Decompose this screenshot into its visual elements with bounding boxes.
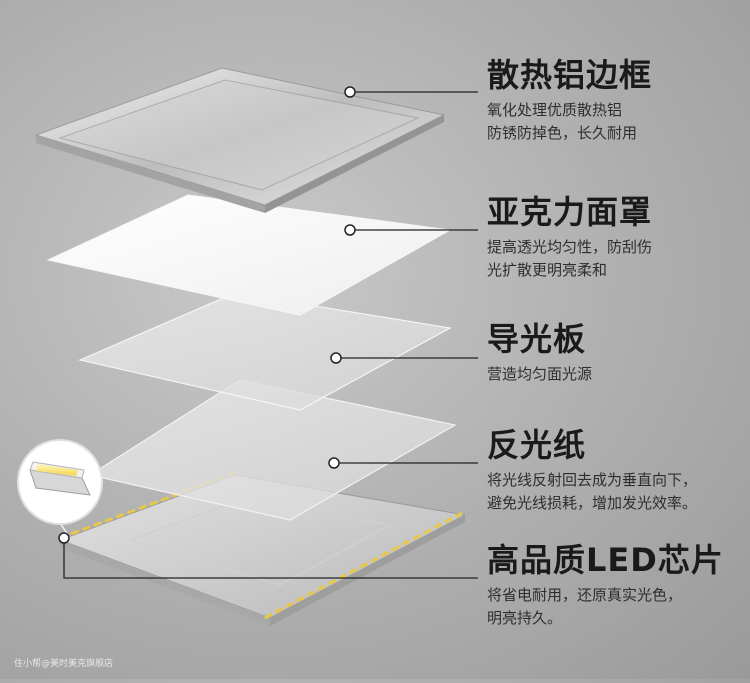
callout-dot-led (58, 532, 70, 544)
layer-label-acrylic: 亚克力面罩 提高透光均匀性，防刮伤 光扩散更明亮柔和 (487, 193, 653, 283)
led-chip-icon (29, 461, 91, 496)
layer-title: 亚克力面罩 (487, 193, 653, 231)
layer-title: 反光纸 (487, 426, 587, 464)
callout-dot-frame (344, 86, 356, 98)
acrylic-cover-layer (46, 194, 452, 316)
light-guide-layer (78, 292, 452, 411)
layer-label-reflector: 反光纸 将光线反射回去成为垂直向下， 避免光线损耗，增加发光效率。 (487, 426, 698, 516)
reflective-paper-layer (88, 379, 457, 521)
layer-label-guide: 导光板 营造均匀面光源 (487, 320, 593, 386)
layer-title: 高品质LED芯片 (487, 541, 724, 579)
layer-desc: 将省电耐用，还原真实光色， 明亮持久。 (487, 586, 683, 628)
led-base-layer (58, 471, 467, 626)
watermark: 住小帮@美时美克旗舰店 (14, 659, 114, 669)
callout-dot-guide (330, 352, 342, 364)
callout-dot-reflector (328, 457, 340, 469)
callout-dot-acrylic (344, 224, 356, 236)
led-strip-right (264, 511, 463, 620)
layer-title: 散热铝边框 (487, 56, 653, 94)
layer-desc: 将光线反射回去成为垂直向下， 避免光线损耗，增加发光效率。 (487, 471, 698, 513)
layer-desc: 营造均匀面光源 (487, 365, 593, 384)
led-chip-magnifier (17, 439, 103, 539)
callout-lines (58, 86, 478, 579)
layer-desc: 氧化处理优质散热铝 防锈防掉色，长久耐用 (487, 101, 638, 143)
layer-label-frame: 散热铝边框 氧化处理优质散热铝 防锈防掉色，长久耐用 (487, 56, 653, 146)
layer-title: 导光板 (487, 320, 587, 358)
led-strip-left (59, 471, 236, 540)
layer-label-led: 高品质LED芯片 将省电耐用，还原真实光色， 明亮持久。 (487, 541, 724, 631)
aluminum-frame-layer (34, 67, 446, 213)
layer-desc: 提高透光均匀性，防刮伤 光扩散更明亮柔和 (487, 238, 653, 280)
